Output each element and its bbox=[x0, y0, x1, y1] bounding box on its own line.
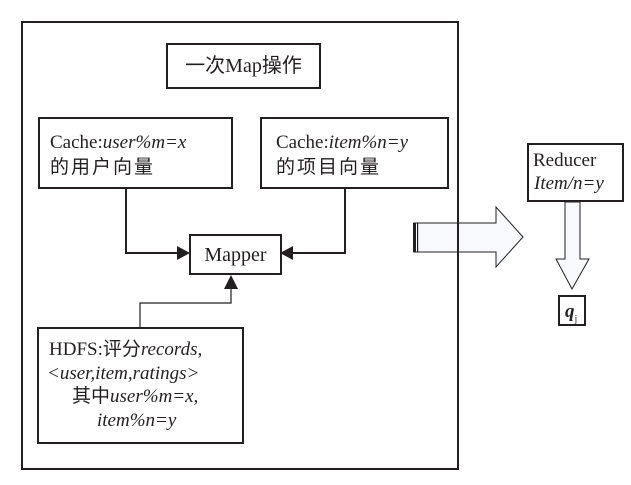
cache-item-caption: 的项目向量 bbox=[276, 157, 382, 178]
arrowhead-hdfs bbox=[224, 275, 238, 289]
output-box: qj bbox=[558, 295, 586, 326]
reducer-expr: Item/n=y bbox=[534, 173, 604, 194]
hdfs-line3: 其中user%m=x, bbox=[72, 385, 198, 409]
cache-user-line1: Cache:user%m=x bbox=[50, 131, 186, 155]
hdfs-line1-prefix: HDFS:评分 bbox=[49, 339, 141, 360]
map-operation-title: 一次Map操作 bbox=[185, 55, 302, 77]
output-label: qj bbox=[565, 300, 577, 332]
cache-item-box: Cache:item%n=y 的项目向量 bbox=[260, 117, 449, 189]
hdfs-line4: item%n=y bbox=[97, 410, 177, 431]
block-arrow-reducer-to-output bbox=[555, 201, 590, 291]
hdfs-line1: HDFS:评分records, bbox=[49, 338, 202, 362]
cache-user-prefix: Cache: bbox=[50, 132, 103, 153]
hdfs-line1-expr: records, bbox=[140, 339, 203, 360]
cache-user-box: Cache:user%m=x 的用户向量 bbox=[38, 117, 233, 189]
cache-item-expr: item%n=y bbox=[328, 132, 409, 153]
map-operation-title-box: 一次Map操作 bbox=[166, 43, 321, 89]
hdfs-line3-prefix: 其中 bbox=[72, 386, 111, 407]
reducer-box: Reducer Item/n=y bbox=[527, 143, 624, 202]
map-operation-container bbox=[21, 21, 459, 470]
cache-item-prefix: Cache: bbox=[276, 132, 329, 153]
edge-cache-item-to-mapper bbox=[290, 189, 346, 254]
output-subscript: j bbox=[574, 313, 578, 325]
arrowhead-cache-user bbox=[177, 246, 190, 260]
edge-hdfs-to-mapper bbox=[139, 286, 232, 327]
mapper-label: Mapper bbox=[204, 244, 267, 266]
block-arrow-map-to-reducer bbox=[413, 205, 524, 269]
cache-item-line1: Cache:item%n=y bbox=[276, 131, 408, 155]
edge-cache-user-to-mapper bbox=[125, 189, 180, 254]
hdfs-line2: <user,item,ratings> bbox=[47, 363, 200, 384]
arrowhead-cache-item bbox=[280, 246, 293, 260]
hdfs-box: HDFS:评分records, <user,item,ratings> 其中us… bbox=[37, 327, 244, 444]
cache-user-expr: user%m=x bbox=[102, 132, 187, 153]
cache-user-caption: 的用户向量 bbox=[50, 157, 156, 178]
mapper-box: Mapper bbox=[189, 234, 282, 275]
hdfs-line3-expr: user%m=x, bbox=[110, 386, 199, 407]
reducer-label: Reducer bbox=[533, 150, 597, 171]
output-symbol: q bbox=[565, 301, 575, 322]
